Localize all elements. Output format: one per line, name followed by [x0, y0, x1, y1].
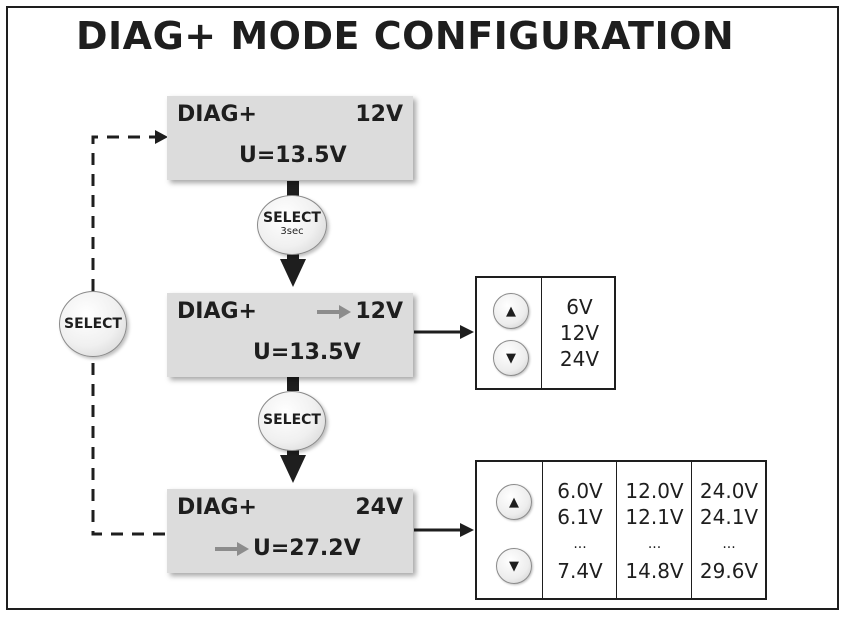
screen-reading: U=27.2V — [253, 536, 361, 561]
range-value: 12.0V — [625, 479, 684, 503]
range-column-6v: 6.0V 6.1V ... 7.4V — [544, 478, 616, 584]
range-value: 7.4V — [557, 559, 603, 583]
range-value: 29.6V — [699, 559, 759, 583]
display-screen-3: DIAG+ 24V U=27.2V — [167, 489, 413, 573]
range-value: 6.1V — [557, 505, 603, 529]
panel-divider — [541, 278, 542, 388]
up-button[interactable]: ▲ — [496, 484, 532, 520]
up-button[interactable]: ▲ — [493, 293, 529, 329]
range-value: 6.0V — [557, 479, 603, 503]
screen-label: DIAG+ — [177, 299, 257, 324]
triangle-up-icon: ▲ — [509, 494, 519, 510]
triangle-down-icon: ▼ — [506, 350, 516, 366]
screen-reading-wrap: U=27.2V — [215, 536, 361, 561]
arrowhead-2 — [280, 455, 306, 483]
screen-voltage: 12V — [355, 299, 403, 324]
diagram-title: DIAG+ MODE CONFIGURATION — [76, 14, 735, 58]
down-button[interactable]: ▼ — [496, 548, 532, 584]
range-value: 12.1V — [625, 505, 684, 529]
select-button[interactable]: SELECT — [258, 391, 326, 451]
display-screen-1: DIAG+ 12V U=13.5V — [167, 96, 413, 180]
range-value: 24.1V — [699, 505, 759, 529]
option-item[interactable]: 24V — [559, 347, 600, 371]
screen-voltage: 24V — [355, 495, 403, 520]
down-button[interactable]: ▼ — [493, 340, 529, 376]
display-screen-2: DIAG+ 12V U=13.5V — [167, 293, 413, 377]
screen-label: DIAG+ — [177, 102, 257, 127]
option-item[interactable]: 12V — [559, 321, 600, 345]
voltage-options: 6V 12V 24V — [543, 294, 616, 372]
select-loop-button[interactable]: SELECT — [59, 291, 127, 357]
screen-reading: U=13.5V — [239, 143, 347, 168]
screen-voltage-wrap: 12V — [317, 299, 403, 324]
select-label: SELECT — [263, 412, 321, 428]
right-arrow-icon — [215, 542, 249, 556]
triangle-up-icon: ▲ — [506, 303, 516, 319]
range-value: 24.0V — [699, 479, 759, 503]
screen-label: DIAG+ — [177, 495, 257, 520]
option-item[interactable]: 6V — [566, 295, 593, 319]
range-ellipsis: ... — [722, 536, 736, 552]
range-value: 14.8V — [625, 559, 684, 583]
range-column-24v: 24.0V 24.1V ... 29.6V — [693, 478, 765, 584]
voltage-select-panel: ▲ ▼ 6V 12V 24V — [475, 276, 616, 390]
panel-divider — [691, 462, 692, 598]
select-3sec-button[interactable]: SELECT 3sec — [257, 195, 327, 255]
range-ellipsis: ... — [573, 536, 587, 552]
screen-reading: U=13.5V — [253, 340, 361, 365]
connector-3 — [287, 377, 299, 391]
arrowhead-1 — [280, 259, 306, 287]
hold-duration: 3sec — [280, 226, 304, 237]
diagram-frame — [6, 6, 839, 610]
loop-arrowhead — [155, 130, 168, 144]
range-column-12v: 12.0V 12.1V ... 14.8V — [618, 478, 691, 584]
screen-voltage: 12V — [355, 102, 403, 127]
right-arrow-icon — [317, 305, 352, 319]
select-label: SELECT — [263, 210, 321, 226]
panel-divider — [616, 462, 617, 598]
select-label: SELECT — [64, 316, 122, 332]
panel-divider — [542, 462, 543, 598]
range-ellipsis: ... — [647, 536, 662, 552]
triangle-down-icon: ▼ — [509, 558, 519, 574]
voltage-range-panel: ▲ ▼ 6.0V 6.1V ... 7.4V 12.0V 12.1V ... 1… — [475, 460, 767, 600]
